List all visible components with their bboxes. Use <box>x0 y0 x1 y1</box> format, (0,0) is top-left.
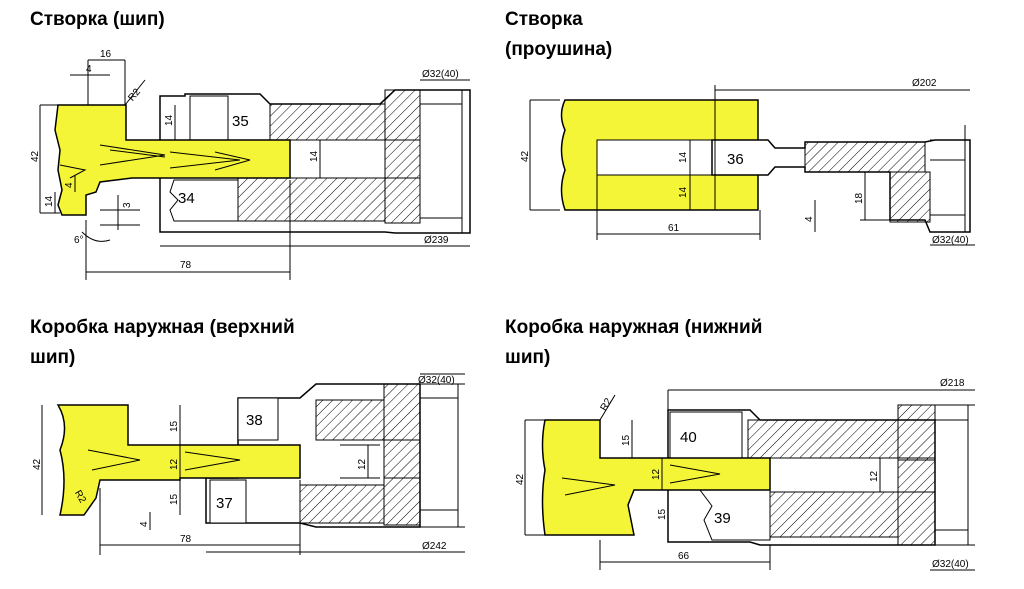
cutter-number: 35 <box>232 113 249 130</box>
title-line: Створка <box>505 9 583 30</box>
cutter-number: 34 <box>178 190 195 207</box>
hatched-section <box>897 457 936 493</box>
hatched-section <box>269 103 386 141</box>
dim-bore: Ø32(40) <box>422 69 459 80</box>
dim-14: 14 <box>44 195 55 207</box>
dim-42: 42 <box>515 473 526 485</box>
dim-bore: Ø32(40) <box>932 559 969 570</box>
dim-78: 78 <box>180 260 192 271</box>
workpiece-profile <box>541 419 771 536</box>
cutter-number: 40 <box>680 429 697 446</box>
hatched-section <box>384 177 421 224</box>
cutter-knife <box>209 479 247 524</box>
cutter-knife <box>169 179 239 222</box>
dim-bore: Ø32(40) <box>932 235 969 246</box>
dim-4: 4 <box>804 216 815 222</box>
hatched-section <box>897 491 936 546</box>
cutter-knife <box>237 397 279 441</box>
dim-14: 14 <box>309 150 320 162</box>
cutter-number: 37 <box>216 495 233 512</box>
panel-title-frame-lower: Коробка наружная (нижний шип) <box>505 313 762 373</box>
dim-12: 12 <box>169 458 180 470</box>
hatched-section <box>889 171 931 223</box>
panel-frame-lower: R2 Ø218 15 42 12 15 12 66 Ø32(40) 40 39 <box>515 378 975 571</box>
hatched-section <box>804 141 926 173</box>
dim-78: 78 <box>180 534 192 545</box>
dim-4: 4 <box>86 64 92 75</box>
dim-42: 42 <box>520 150 531 162</box>
cutter-number: 36 <box>727 151 744 168</box>
dim-r2: R2 <box>126 86 143 103</box>
dim-12: 12 <box>869 470 880 482</box>
hatched-section <box>897 404 936 461</box>
panel-sash-slot: Ø202 42 14 14 18 4 61 Ø32(40) 36 <box>520 78 975 246</box>
hatched-section <box>315 399 385 441</box>
panel-sash-tenon: 16 4 R2 42 14 14 4 14 3 6° 78 Ø32(40) Ø2… <box>30 49 471 280</box>
dim-diameter: Ø218 <box>940 378 965 389</box>
dim-16: 16 <box>100 49 112 60</box>
dim-r2: R2 <box>599 396 615 413</box>
dim-4: 4 <box>139 521 150 527</box>
hatched-section <box>299 484 385 524</box>
cutter-knife <box>699 489 771 541</box>
dim-bore: Ø32(40) <box>418 375 455 386</box>
dim-diameter: Ø202 <box>912 78 937 89</box>
dim-12: 12 <box>357 458 368 470</box>
dim-3: 3 <box>122 202 133 208</box>
title-line: шип) <box>505 347 551 368</box>
panel-frame-upper: Ø32(40) 42 15 12 15 R2 4 12 78 Ø242 38 3… <box>32 373 465 555</box>
panel-title-sash-slot: Створка (проушина) <box>505 5 612 65</box>
hatched-section <box>384 139 421 179</box>
cutter-knife <box>189 95 229 141</box>
dim-14: 14 <box>678 186 689 198</box>
panel-title-frame-upper: Коробка наружная (верхний шип) <box>30 313 295 373</box>
cutter-number: 39 <box>714 510 731 527</box>
hatched-section <box>237 177 386 222</box>
dim-66: 66 <box>678 551 690 562</box>
cutter-number: 38 <box>246 412 263 429</box>
dim-12: 12 <box>651 468 662 480</box>
title-line: Створка (шип) <box>30 9 165 30</box>
dim-14: 14 <box>164 114 175 126</box>
hatched-section <box>383 477 421 526</box>
hatched-section <box>384 89 421 141</box>
dim-61: 61 <box>668 223 680 234</box>
dim-42: 42 <box>30 150 41 162</box>
dim-15: 15 <box>621 434 632 446</box>
title-line: Коробка наружная (верхний <box>30 317 295 338</box>
dim-18: 18 <box>854 192 865 204</box>
dim-4: 4 <box>64 182 75 188</box>
panel-title-sash-tenon: Створка (шип) <box>30 5 165 35</box>
workpiece-profile <box>54 104 291 216</box>
dim-diameter: Ø242 <box>422 541 447 552</box>
hatched-section <box>383 383 421 441</box>
dim-15: 15 <box>169 493 180 505</box>
hatched-section <box>383 439 421 479</box>
title-line: Коробка наружная (нижний <box>505 317 763 338</box>
title-line: (проушина) <box>505 39 613 60</box>
dim-6deg: 6° <box>74 235 84 246</box>
dim-15: 15 <box>169 420 180 432</box>
dim-diameter: Ø239 <box>424 235 449 246</box>
hatched-section <box>769 491 899 538</box>
hatched-section <box>747 419 899 459</box>
title-line: шип) <box>30 347 76 368</box>
dim-15: 15 <box>657 508 668 520</box>
dim-14: 14 <box>678 151 689 163</box>
dim-42: 42 <box>32 458 43 470</box>
